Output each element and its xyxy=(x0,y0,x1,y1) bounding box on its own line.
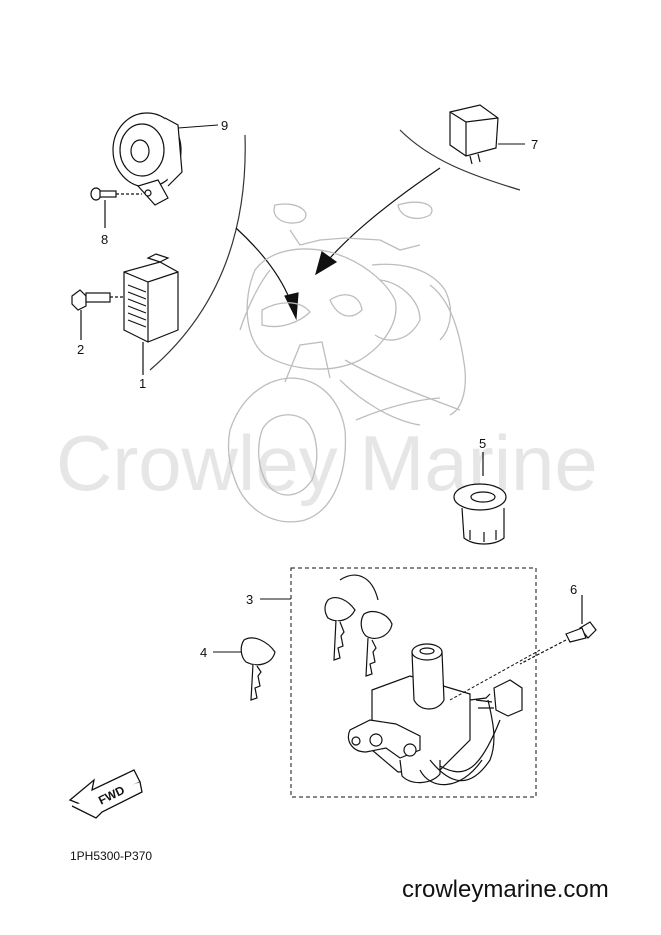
scooter-outline xyxy=(227,201,466,523)
watermark-text: Crowley Marine xyxy=(56,419,598,507)
screw-part-8 xyxy=(90,187,142,228)
kit-box-part-3 xyxy=(290,567,537,798)
bolt-part-2 xyxy=(71,289,124,340)
diagram-code: 1PH5300-P370 xyxy=(70,849,153,863)
callout-8: 8 xyxy=(101,232,108,247)
callout-1: 1 xyxy=(139,376,146,391)
right-arc xyxy=(399,129,521,191)
pointer-arrows xyxy=(235,167,441,321)
ignition-switch xyxy=(347,643,523,786)
screw-part-6 xyxy=(519,595,597,665)
left-arc xyxy=(149,134,246,371)
relay-part-7 xyxy=(449,104,499,165)
fwd-arrow xyxy=(68,769,143,819)
callout-5: 5 xyxy=(479,436,486,451)
callout-6: 6 xyxy=(570,582,577,597)
callout-labels: 1 2 3 4 5 6 7 8 9 xyxy=(77,118,577,660)
regulator-part-1 xyxy=(123,253,179,375)
callout-9: 9 xyxy=(221,118,228,133)
horn-part-9 xyxy=(112,112,183,206)
site-url[interactable]: crowleymarine.com xyxy=(402,876,609,903)
key-pair xyxy=(324,574,393,677)
callout-4: 4 xyxy=(200,645,207,660)
key-part-4 xyxy=(240,637,276,701)
callout-7: 7 xyxy=(531,137,538,152)
grommet-part-5 xyxy=(453,452,507,545)
callout-2: 2 xyxy=(77,342,84,357)
callout-3: 3 xyxy=(246,592,253,607)
